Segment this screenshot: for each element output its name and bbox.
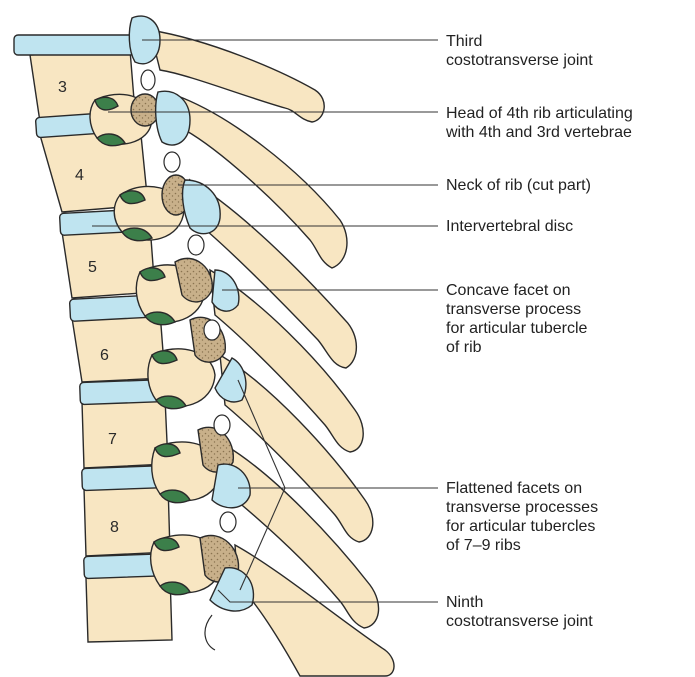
facet-7: [215, 358, 246, 402]
label-neck-of-rib: Neck of rib (cut part): [446, 176, 591, 195]
label-line: Head of 4th rib articulating: [446, 104, 633, 123]
label-line: costotransverse joint: [446, 51, 593, 70]
label-intervertebral-disc: Intervertebral disc: [446, 217, 573, 236]
label-line: for articular tubercles: [446, 517, 598, 536]
vertebra-number-6: 6: [100, 347, 109, 364]
rib-head-4: [90, 94, 159, 146]
label-flattened-facets: Flattened facets on transverse processes…: [446, 479, 598, 555]
label-line: Flattened facets on: [446, 479, 598, 498]
label-line: transverse processes: [446, 498, 598, 517]
label-concave-facet: Concave facet on transverse process for …: [446, 281, 587, 357]
label-line: costotransverse joint: [446, 612, 593, 631]
label-line: Neck of rib (cut part): [446, 176, 591, 195]
vertebra-number-5: 5: [88, 259, 97, 276]
posterior-curve: [205, 615, 215, 650]
label-line: Concave facet on: [446, 281, 587, 300]
label-line: of 7–9 ribs: [446, 536, 598, 555]
label-line: Intervertebral disc: [446, 217, 573, 236]
disc-2-3: [14, 35, 134, 55]
facet-6: [212, 270, 239, 311]
label-ninth-costotransverse-joint: Ninth costotransverse joint: [446, 593, 593, 631]
vertebra-number-3: 3: [58, 79, 67, 96]
label-line: with 4th and 3rd vertebrae: [446, 123, 633, 142]
rib-head-6: [136, 258, 212, 324]
label-third-costotransverse-joint: Third costotransverse joint: [446, 32, 593, 70]
label-line: Third: [446, 32, 593, 51]
label-line: of rib: [446, 338, 587, 357]
vertebra-number-7: 7: [108, 431, 117, 448]
vertebra-number-8: 8: [110, 519, 119, 536]
vertebra-number-4: 4: [75, 167, 84, 184]
label-line: transverse process: [446, 300, 587, 319]
label-line: for articular tubercle: [446, 319, 587, 338]
label-line: Ninth: [446, 593, 593, 612]
label-head-4th-rib: Head of 4th rib articulating with 4th an…: [446, 104, 633, 142]
